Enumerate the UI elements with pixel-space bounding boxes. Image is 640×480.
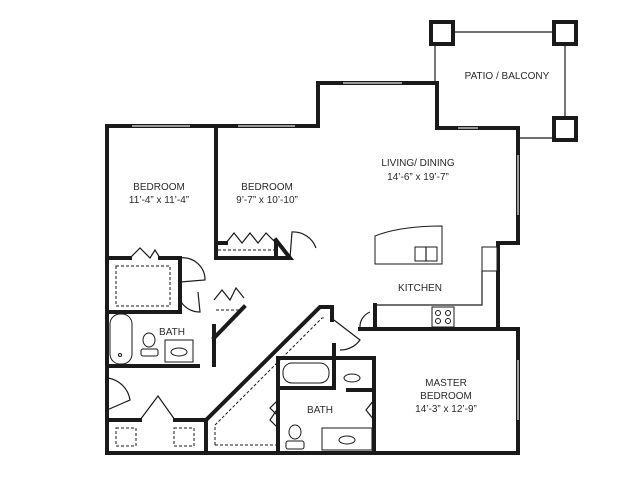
toilet-icon — [288, 424, 302, 440]
patio-balcony — [429, 20, 578, 142]
bathtub-icon — [282, 362, 330, 384]
bifold-doors — [129, 232, 277, 421]
room-name: MASTER — [425, 378, 467, 389]
room-name: BEDROOM — [241, 182, 293, 193]
column-post-icon — [552, 20, 578, 46]
room-name: KITCHEN — [398, 283, 442, 294]
bath2-fixtures — [282, 362, 373, 451]
doors — [106, 231, 375, 429]
refrigerator-icon — [481, 246, 498, 272]
stove-icon — [431, 306, 455, 328]
room-name: BEDROOM — [133, 182, 185, 193]
interior-walls — [105, 124, 520, 455]
room-name: BATH — [307, 405, 333, 416]
closet-shelves — [115, 249, 325, 447]
bath1-fixtures — [109, 313, 194, 365]
door-swing-icon — [359, 311, 371, 329]
bifold-door-icon — [129, 247, 161, 259]
bifold-door-icon — [213, 286, 245, 302]
room-name: BEDROOM — [420, 391, 472, 402]
door-swing-icon — [179, 257, 206, 283]
door-swing-icon — [269, 399, 279, 429]
room-name: BATH — [159, 327, 185, 338]
room-dims: 11’-4” x 11’-4” — [129, 195, 189, 206]
room-labels: PATIO / BALCONY LIVING/ DINING 14’-6” x … — [129, 71, 550, 416]
door-swing-icon — [365, 399, 375, 421]
door-swing-icon — [106, 377, 131, 411]
door-swing-icon — [333, 319, 361, 351]
column-post-icon — [429, 20, 455, 46]
bifold-door-icon — [139, 394, 176, 421]
room-dims: 9’-7” x 10’-10” — [236, 195, 298, 206]
sink-icon — [343, 373, 361, 383]
bathtub-icon — [109, 313, 133, 365]
door-swing-icon — [289, 231, 317, 259]
sink-icon — [338, 435, 356, 445]
kitchen-fixtures — [374, 225, 498, 328]
room-name: LIVING/ DINING — [381, 158, 455, 169]
column-post-icon — [552, 116, 578, 142]
room-dims: 14’-3” x 12’-9” — [415, 404, 477, 415]
room-name: PATIO / BALCONY — [465, 71, 550, 82]
toilet-icon — [142, 332, 156, 348]
room-dims: 14’-6” x 19’-7” — [387, 172, 449, 183]
bifold-door-icon — [225, 232, 277, 244]
door-swing-icon — [179, 291, 201, 313]
